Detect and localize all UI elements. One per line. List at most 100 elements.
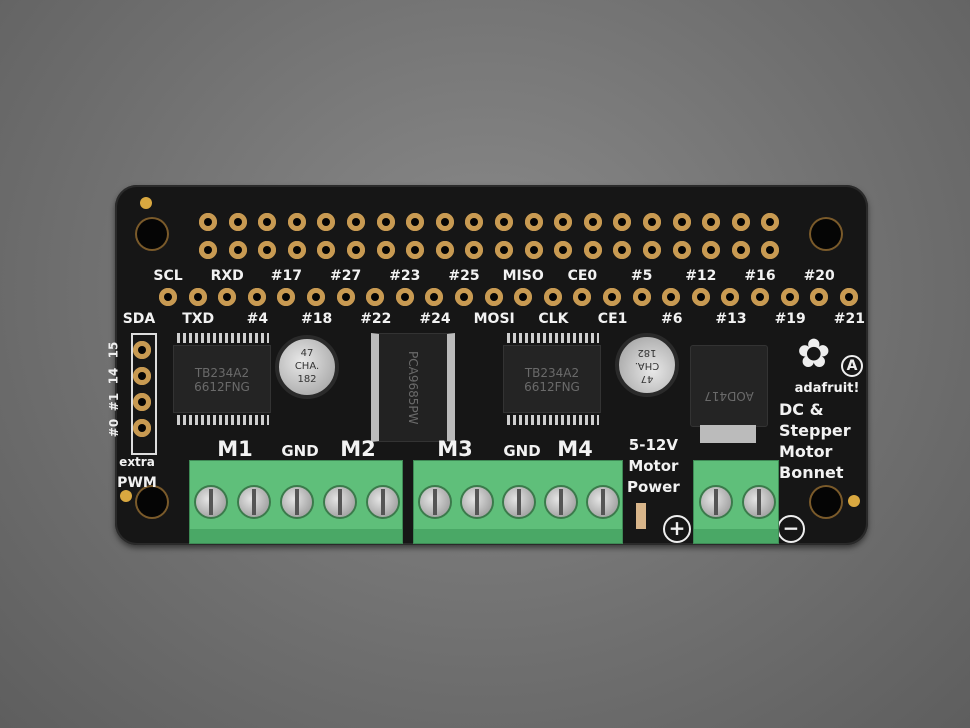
terminal-screw[interactable]: [365, 485, 400, 519]
header-pin: [133, 341, 151, 359]
mounting-hole: [137, 487, 167, 517]
pin-label: #13: [715, 311, 747, 327]
header-pin: [780, 288, 799, 306]
m4-label: M4: [557, 437, 593, 461]
terminal-block-m3-m4[interactable]: [413, 460, 623, 544]
header-pin: [731, 213, 750, 231]
pin-label: #17: [270, 268, 302, 284]
pin-label: #24: [419, 311, 451, 327]
header-pin: [761, 241, 780, 259]
side-pin-label: #1: [107, 392, 122, 412]
terminal-screw[interactable]: [280, 485, 314, 519]
gnd-label: GND: [503, 442, 541, 460]
header-pin: [406, 241, 425, 259]
brand-text: adafruit!: [794, 381, 860, 396]
pin-label: SCL: [153, 268, 183, 284]
pin-label: #12: [685, 268, 717, 284]
header-pin: [495, 241, 513, 259]
header-pin: [583, 213, 602, 231]
mosfet-tab: [700, 425, 756, 443]
terminal-screw[interactable]: [460, 485, 494, 519]
pin-label: #21: [833, 311, 865, 327]
header-pin: [277, 288, 296, 306]
terminal-screw[interactable]: [418, 485, 452, 519]
m3-label: M3: [437, 437, 473, 461]
header-pin: [672, 241, 691, 259]
terminal-screw[interactable]: [502, 485, 536, 519]
header-pin: [702, 241, 721, 259]
header-pin: [425, 288, 444, 306]
header-pin: [543, 288, 562, 306]
pin-label: #19: [774, 311, 806, 327]
header-pin: [495, 213, 513, 231]
terminal-screw[interactable]: [741, 485, 776, 519]
gnd-label: GND: [281, 442, 319, 460]
terminal-screw[interactable]: [322, 485, 357, 519]
m2-label: M2: [340, 437, 376, 461]
header-pin: [347, 241, 365, 259]
pin-label: TXD: [182, 311, 215, 327]
header-pin: [573, 288, 592, 306]
header-pin: [465, 213, 484, 231]
plus-icon: +: [663, 515, 691, 543]
header-pin: [484, 288, 503, 306]
header-pin: [731, 241, 750, 259]
header-pin: [376, 241, 395, 259]
extra-pwm-header: [131, 333, 157, 455]
pin-label: #23: [389, 268, 421, 284]
pin-label: #4: [246, 311, 269, 327]
header-pin: [721, 288, 740, 306]
aod417-mosfet: AOD417: [690, 345, 768, 427]
header-pin: [258, 241, 277, 259]
terminal-screw[interactable]: [194, 485, 229, 519]
header-pin: [613, 213, 632, 231]
pin-label: #22: [360, 311, 392, 327]
pin-label: #27: [329, 268, 362, 284]
fiducial: [120, 490, 132, 502]
terminal-screw[interactable]: [698, 485, 733, 519]
header-pin: [435, 213, 454, 231]
header-pin: [672, 213, 691, 231]
header-pin: [199, 241, 217, 259]
pin-label: #6: [661, 311, 683, 327]
header-pin: [435, 241, 454, 259]
terminal-screw[interactable]: [237, 485, 272, 519]
header-pin: [228, 241, 247, 259]
terminal-screw[interactable]: [544, 485, 578, 519]
header-pin: [662, 288, 681, 306]
adafruit-flower-logo: ✿: [797, 331, 831, 377]
header-pin: [643, 241, 661, 259]
pin-label: CLK: [538, 311, 569, 327]
side-pin-label: 15: [106, 341, 121, 359]
pca9685-pwm-chip: PCA9685PW: [371, 333, 455, 442]
fiducial: [848, 495, 860, 507]
header-pin: [228, 213, 247, 231]
side-pin-label: 14: [106, 367, 121, 385]
chip-legs: [177, 333, 269, 343]
header-pin: [524, 213, 543, 231]
header-pin: [554, 213, 573, 231]
header-pin: [406, 213, 425, 231]
chip-legs: [507, 415, 599, 425]
header-pin: [258, 213, 277, 231]
header-pin: [133, 419, 151, 437]
mounting-hole: [811, 219, 841, 249]
pin-label: #20: [803, 268, 835, 284]
header-pin: [643, 213, 661, 231]
header-pin: [133, 393, 151, 411]
header-pin: [218, 288, 237, 306]
terminal-block-power[interactable]: [693, 460, 779, 544]
terminal-screw[interactable]: [586, 485, 620, 519]
terminal-block-m1-m2[interactable]: [189, 460, 403, 544]
header-pin: [307, 288, 325, 306]
header-pin: [317, 213, 336, 231]
header-pin: [247, 288, 266, 306]
header-pin: [613, 241, 632, 259]
header-pin: [376, 213, 395, 231]
mounting-hole: [811, 487, 841, 517]
